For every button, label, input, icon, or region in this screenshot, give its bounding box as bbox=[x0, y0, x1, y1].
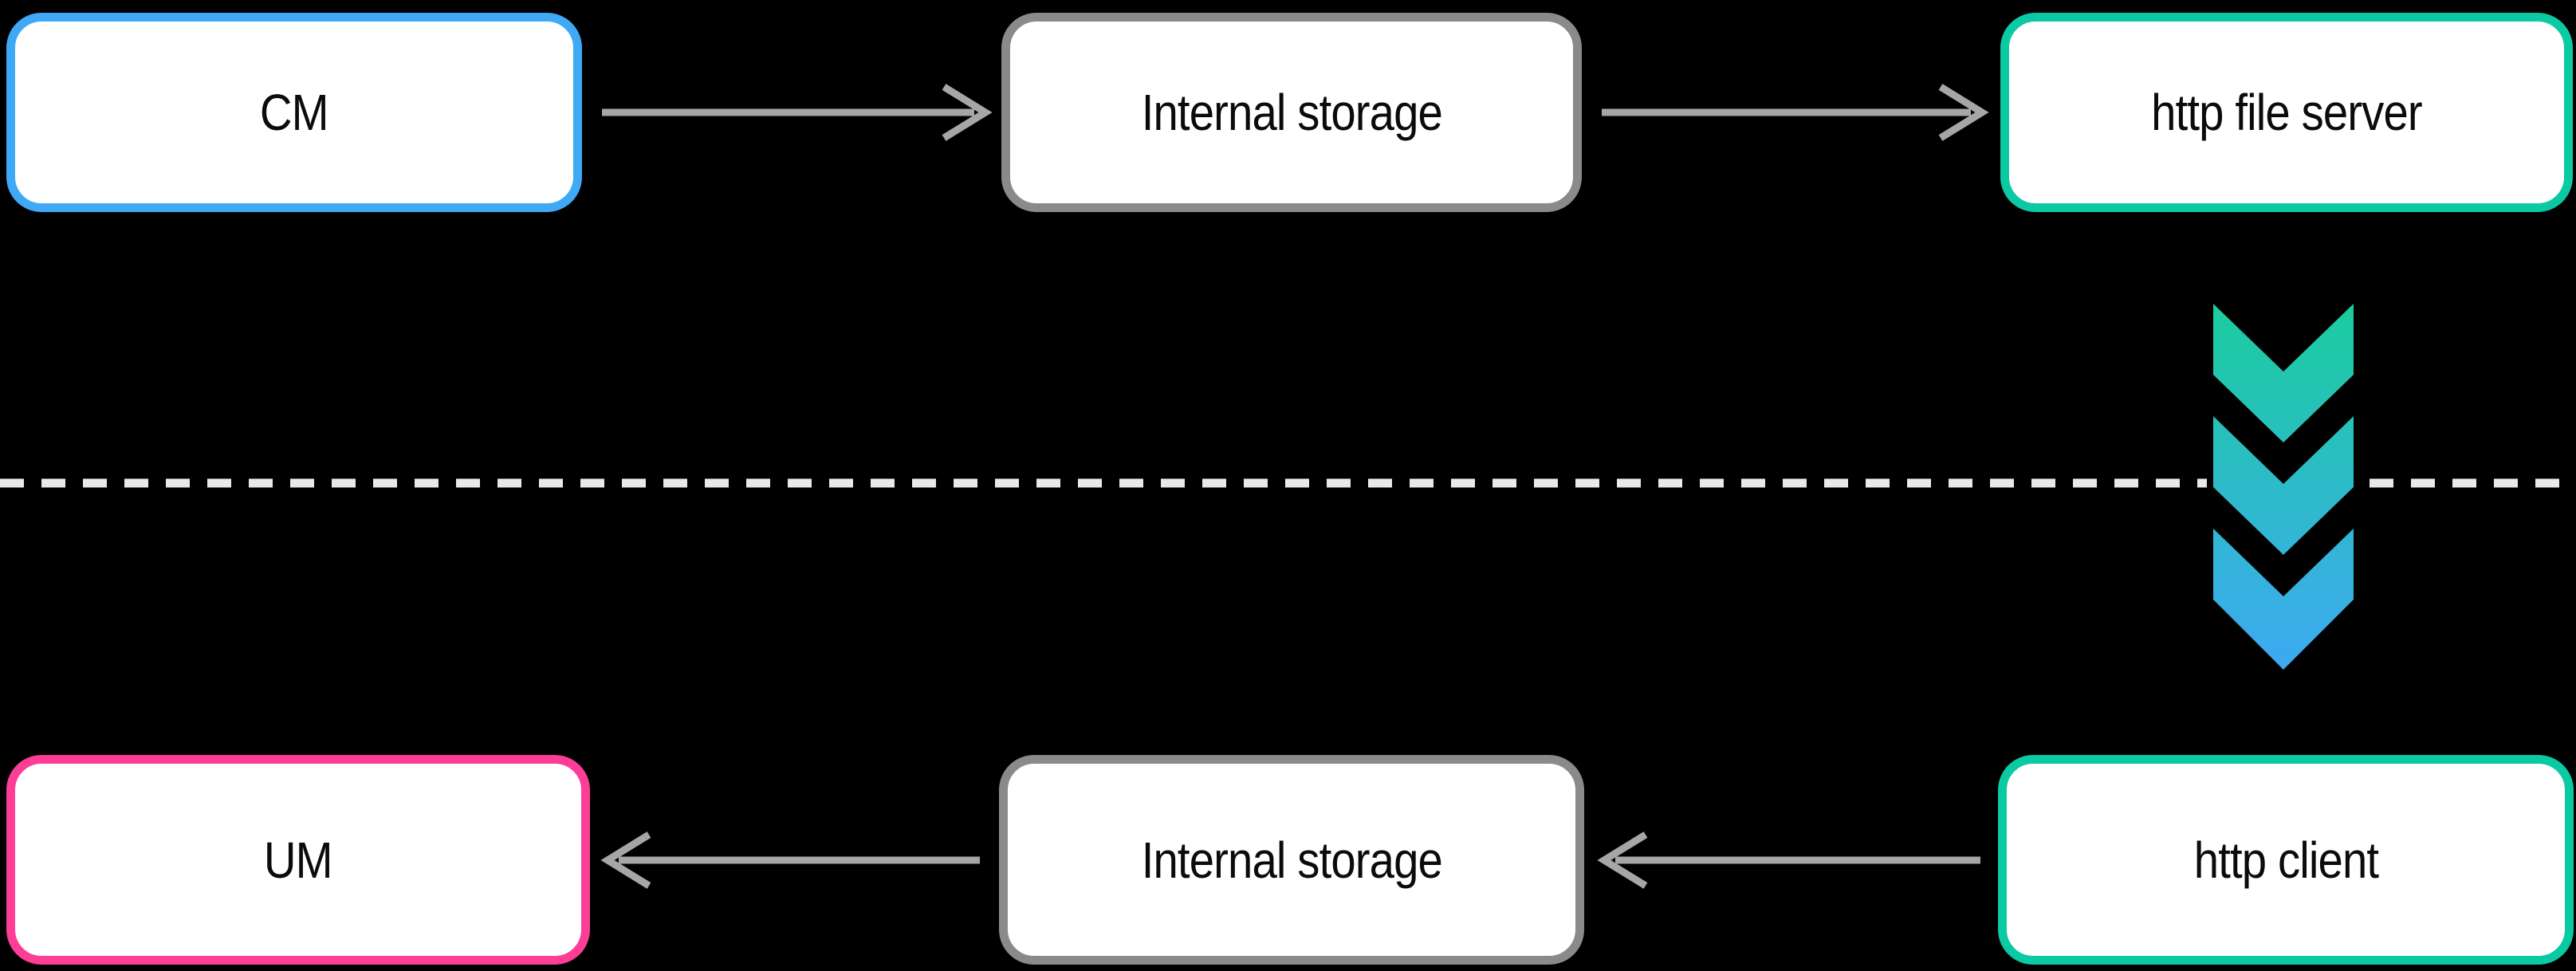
network-boundary-dashed-line bbox=[0, 478, 2576, 488]
arrow-head bbox=[1597, 831, 1648, 889]
arrow-cm-to-internal-storage bbox=[602, 84, 993, 141]
chevron-band-1 bbox=[2213, 304, 2354, 442]
node-um-label: UM bbox=[264, 831, 333, 889]
arrow-http-client-to-internal-storage bbox=[1597, 831, 1980, 889]
node-internal-storage-top-label: Internal storage bbox=[1141, 84, 1442, 141]
chevron-band-2 bbox=[2213, 416, 2354, 555]
node-um: UM bbox=[6, 755, 590, 965]
node-cm: CM bbox=[6, 13, 582, 212]
node-http-client: http client bbox=[1998, 755, 2574, 965]
node-cm-label: CM bbox=[260, 84, 329, 141]
node-internal-storage-bottom-label: Internal storage bbox=[1141, 831, 1442, 889]
chevron-band-3 bbox=[2213, 529, 2354, 670]
arrow-head bbox=[1938, 84, 1989, 141]
node-internal-storage-top: Internal storage bbox=[1001, 13, 1582, 212]
arrow-internal-storage-to-um bbox=[600, 831, 980, 889]
arrow-internal-storage-to-http-file-server bbox=[1602, 84, 1989, 141]
arrow-head bbox=[600, 831, 651, 889]
arrow-head bbox=[942, 84, 993, 141]
node-http-file-server-label: http file server bbox=[2151, 84, 2423, 141]
node-http-client-label: http client bbox=[2193, 831, 2378, 889]
chevrons-down-icon bbox=[2213, 304, 2354, 670]
node-internal-storage-bottom: Internal storage bbox=[999, 755, 1584, 965]
node-http-file-server: http file server bbox=[2000, 13, 2573, 212]
